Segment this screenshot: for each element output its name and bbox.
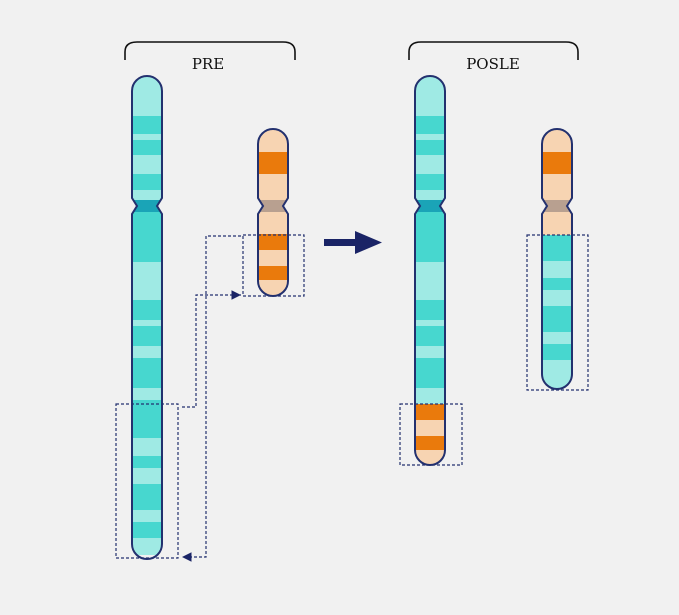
pre-small-segment-box xyxy=(242,234,305,297)
pre-chromosome-large xyxy=(131,74,163,560)
posle-chromosome-large xyxy=(414,74,446,466)
posle-small-segment-box xyxy=(526,234,589,391)
connector-large-to-small xyxy=(182,290,241,408)
pre-bracket xyxy=(124,41,296,60)
pre-label: PRE xyxy=(192,55,224,73)
pre-large-segment-box xyxy=(115,403,179,559)
posle-chromosome-small xyxy=(541,127,573,390)
posle-bracket xyxy=(408,41,579,60)
posle-label: POSLE xyxy=(466,55,520,73)
right-arrow-icon xyxy=(324,231,382,254)
pre-chromosome-small xyxy=(257,127,289,297)
posle-large-segment-box xyxy=(399,403,463,466)
connector-small-to-large xyxy=(182,235,241,562)
